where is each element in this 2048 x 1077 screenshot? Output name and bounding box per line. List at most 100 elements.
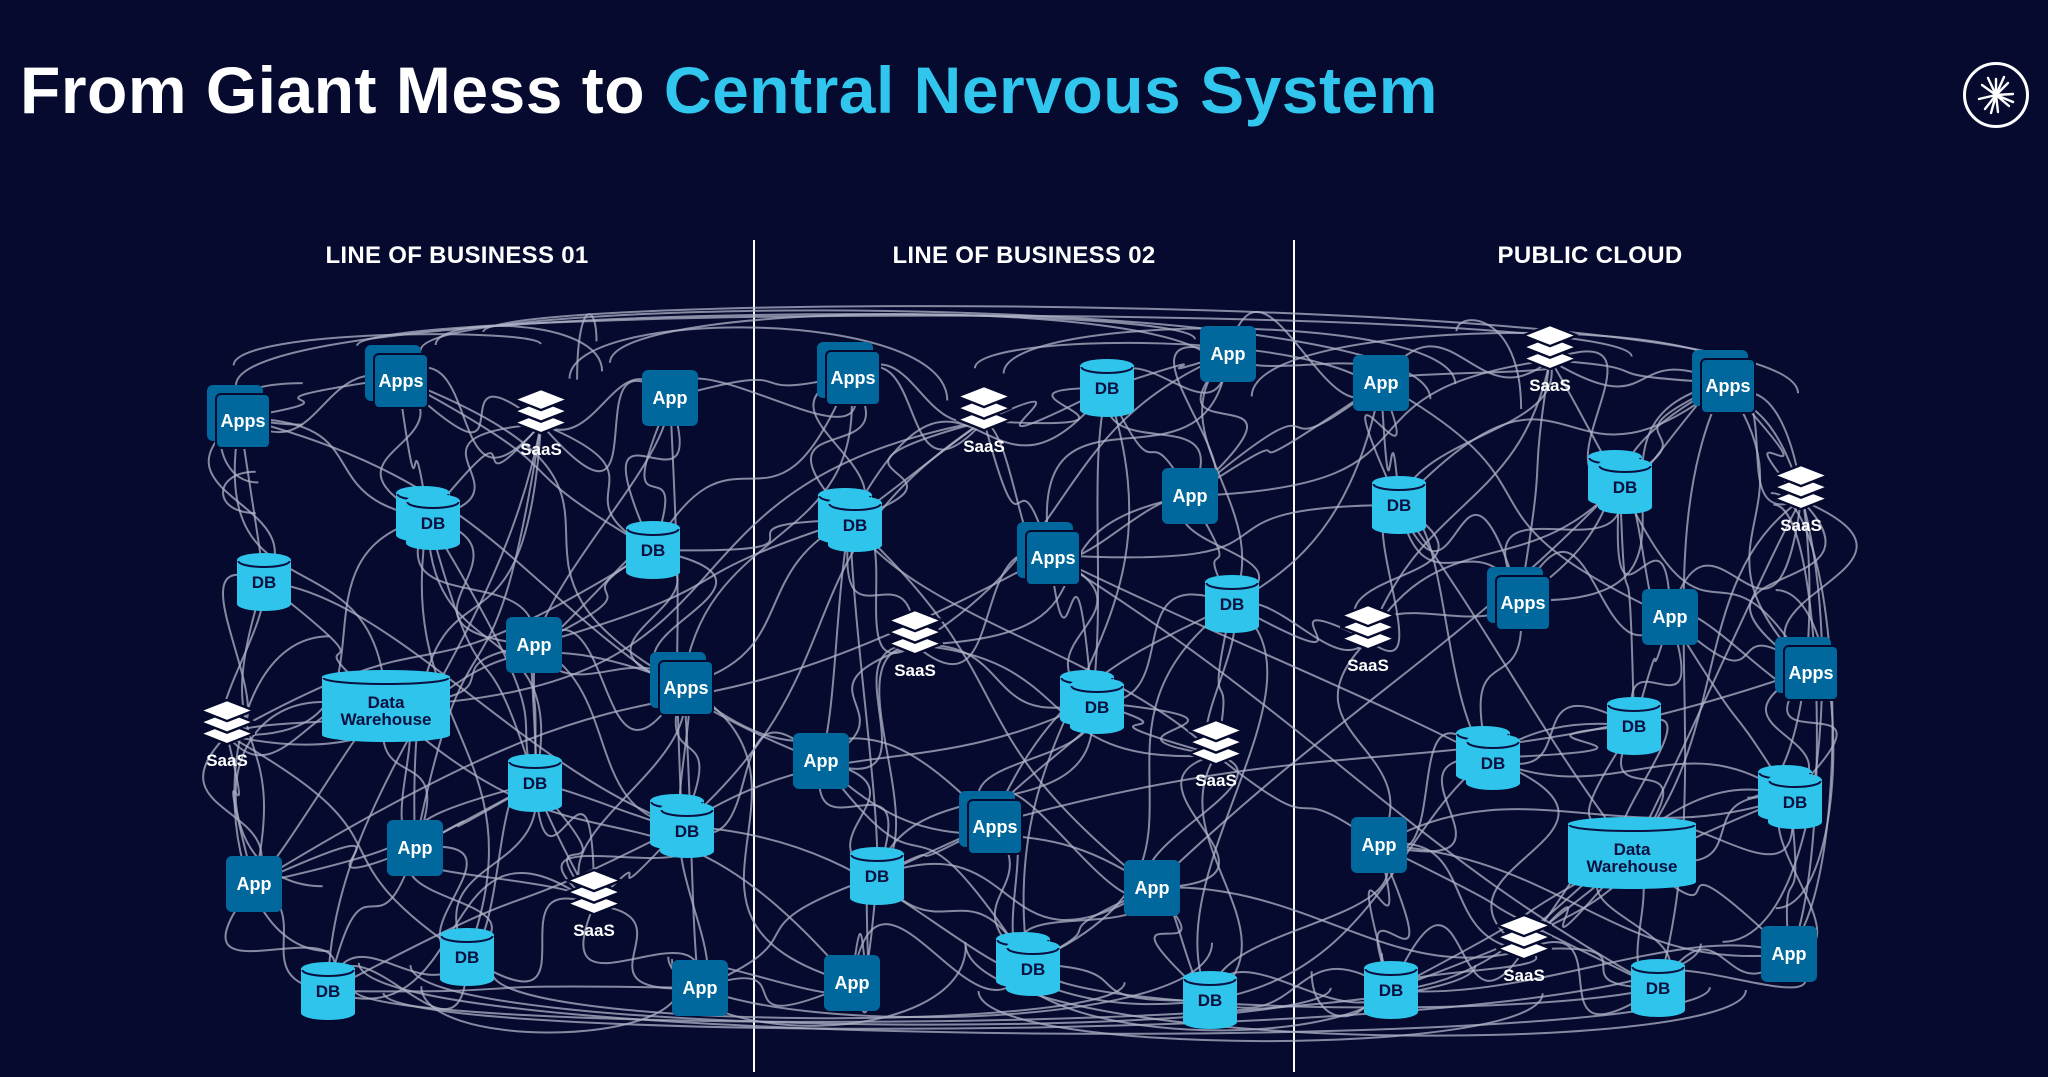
wire-path bbox=[1630, 616, 1683, 727]
wire-path bbox=[1036, 964, 1684, 1009]
app-label: App bbox=[1363, 372, 1399, 393]
wire-path bbox=[397, 377, 684, 686]
wire-path bbox=[540, 379, 671, 473]
wire-path bbox=[1045, 353, 1229, 556]
saas-label: SaaS bbox=[1195, 771, 1237, 790]
wire-path bbox=[234, 701, 323, 888]
wire-path bbox=[851, 923, 1029, 991]
db-node: DB bbox=[237, 553, 291, 611]
wire-path bbox=[849, 420, 985, 521]
db-node: DB bbox=[1364, 961, 1418, 1019]
wire-path bbox=[207, 417, 276, 583]
wire-path bbox=[973, 341, 1388, 409]
wire-path bbox=[226, 517, 429, 737]
db-label: DB bbox=[640, 541, 666, 560]
page-title: From Giant Mess to Central Nervous Syste… bbox=[20, 52, 1438, 128]
wire-path bbox=[849, 387, 1108, 521]
db-label: DB bbox=[1612, 478, 1638, 497]
wire-path bbox=[1487, 757, 1560, 951]
db-label: DB bbox=[251, 573, 277, 592]
app-label: App bbox=[652, 387, 688, 408]
app-label: App bbox=[803, 750, 839, 771]
saas-node: SaaS bbox=[566, 869, 622, 941]
db-label: DB bbox=[842, 516, 868, 535]
wire-path bbox=[239, 417, 429, 519]
wire-path bbox=[263, 581, 683, 827]
wire-path bbox=[532, 644, 537, 784]
apps-node: Apps bbox=[1017, 522, 1083, 588]
wire-path bbox=[1549, 359, 1726, 384]
wire-path bbox=[1049, 554, 1489, 759]
saas-label: SaaS bbox=[206, 751, 248, 770]
wire-path bbox=[849, 519, 1217, 756]
wire-path bbox=[1619, 481, 1809, 671]
db-node: DB bbox=[1631, 959, 1685, 1017]
wire-path bbox=[534, 782, 596, 906]
db-node: DB bbox=[850, 847, 904, 905]
db-stack-node: DB bbox=[1456, 726, 1520, 790]
wire-path bbox=[233, 635, 330, 953]
wire-path bbox=[682, 519, 851, 686]
wire-path bbox=[699, 977, 853, 1007]
wire-path bbox=[1398, 382, 1726, 506]
db-node: DB bbox=[440, 928, 494, 986]
apps-node: Apps bbox=[365, 345, 431, 411]
wire-path bbox=[1378, 844, 1659, 989]
wire-path bbox=[851, 875, 878, 984]
wire-path bbox=[533, 628, 684, 731]
wire-path bbox=[624, 397, 681, 551]
db-label: DB bbox=[454, 948, 480, 967]
saas-node: SaaS bbox=[513, 388, 569, 460]
db-node: DB bbox=[1080, 359, 1134, 417]
app-label: App bbox=[1134, 877, 1170, 898]
app-label: App bbox=[397, 837, 433, 858]
wire-path bbox=[1631, 499, 1802, 854]
wire-path bbox=[1616, 481, 1671, 618]
title-main: From Giant Mess to bbox=[20, 53, 664, 127]
apps-label: Apps bbox=[663, 677, 709, 698]
wire-path bbox=[1487, 725, 1635, 759]
wire-path bbox=[1775, 589, 1835, 910]
wire-path bbox=[1390, 944, 1790, 993]
wire-path bbox=[1398, 504, 1633, 854]
app-label: App bbox=[236, 873, 272, 894]
wire-path bbox=[643, 397, 671, 551]
app-node: App bbox=[226, 856, 282, 912]
wire-path bbox=[1215, 603, 1233, 756]
db-node: DB bbox=[1607, 697, 1661, 755]
saas-node: SaaS bbox=[1522, 324, 1578, 396]
app-label: App bbox=[834, 972, 870, 993]
wire-path bbox=[427, 423, 542, 519]
app-node: App bbox=[1200, 326, 1256, 382]
app-node: App bbox=[1162, 468, 1218, 524]
apps-label: Apps bbox=[220, 410, 266, 431]
apps-label: Apps bbox=[1500, 592, 1546, 613]
wire-path bbox=[682, 684, 853, 984]
app-label: App bbox=[1652, 606, 1688, 627]
app-node: App bbox=[1642, 589, 1698, 645]
apps-label: Apps bbox=[1788, 662, 1834, 683]
db-label: DB bbox=[1084, 698, 1110, 717]
app-node: App bbox=[1353, 355, 1409, 411]
wire-path bbox=[1231, 603, 1369, 644]
app-node: App bbox=[642, 370, 698, 426]
wire-path bbox=[977, 990, 1544, 1043]
wire-path bbox=[1189, 353, 1249, 497]
wire-path bbox=[1380, 382, 1671, 618]
wire-path bbox=[1151, 887, 1211, 1001]
wire-path bbox=[226, 734, 468, 958]
db-label: DB bbox=[1386, 496, 1412, 515]
wire-path bbox=[669, 374, 851, 399]
saas-node: SaaS bbox=[199, 699, 255, 771]
wire-path bbox=[1367, 844, 1392, 991]
wire-path bbox=[1049, 504, 1400, 559]
saas-label: SaaS bbox=[520, 440, 562, 459]
wire-path bbox=[849, 519, 879, 877]
saas-node: SaaS bbox=[1340, 604, 1396, 676]
wire-path bbox=[491, 972, 1126, 1020]
wire-path bbox=[1519, 359, 1551, 601]
wire-path bbox=[1523, 940, 1659, 1016]
